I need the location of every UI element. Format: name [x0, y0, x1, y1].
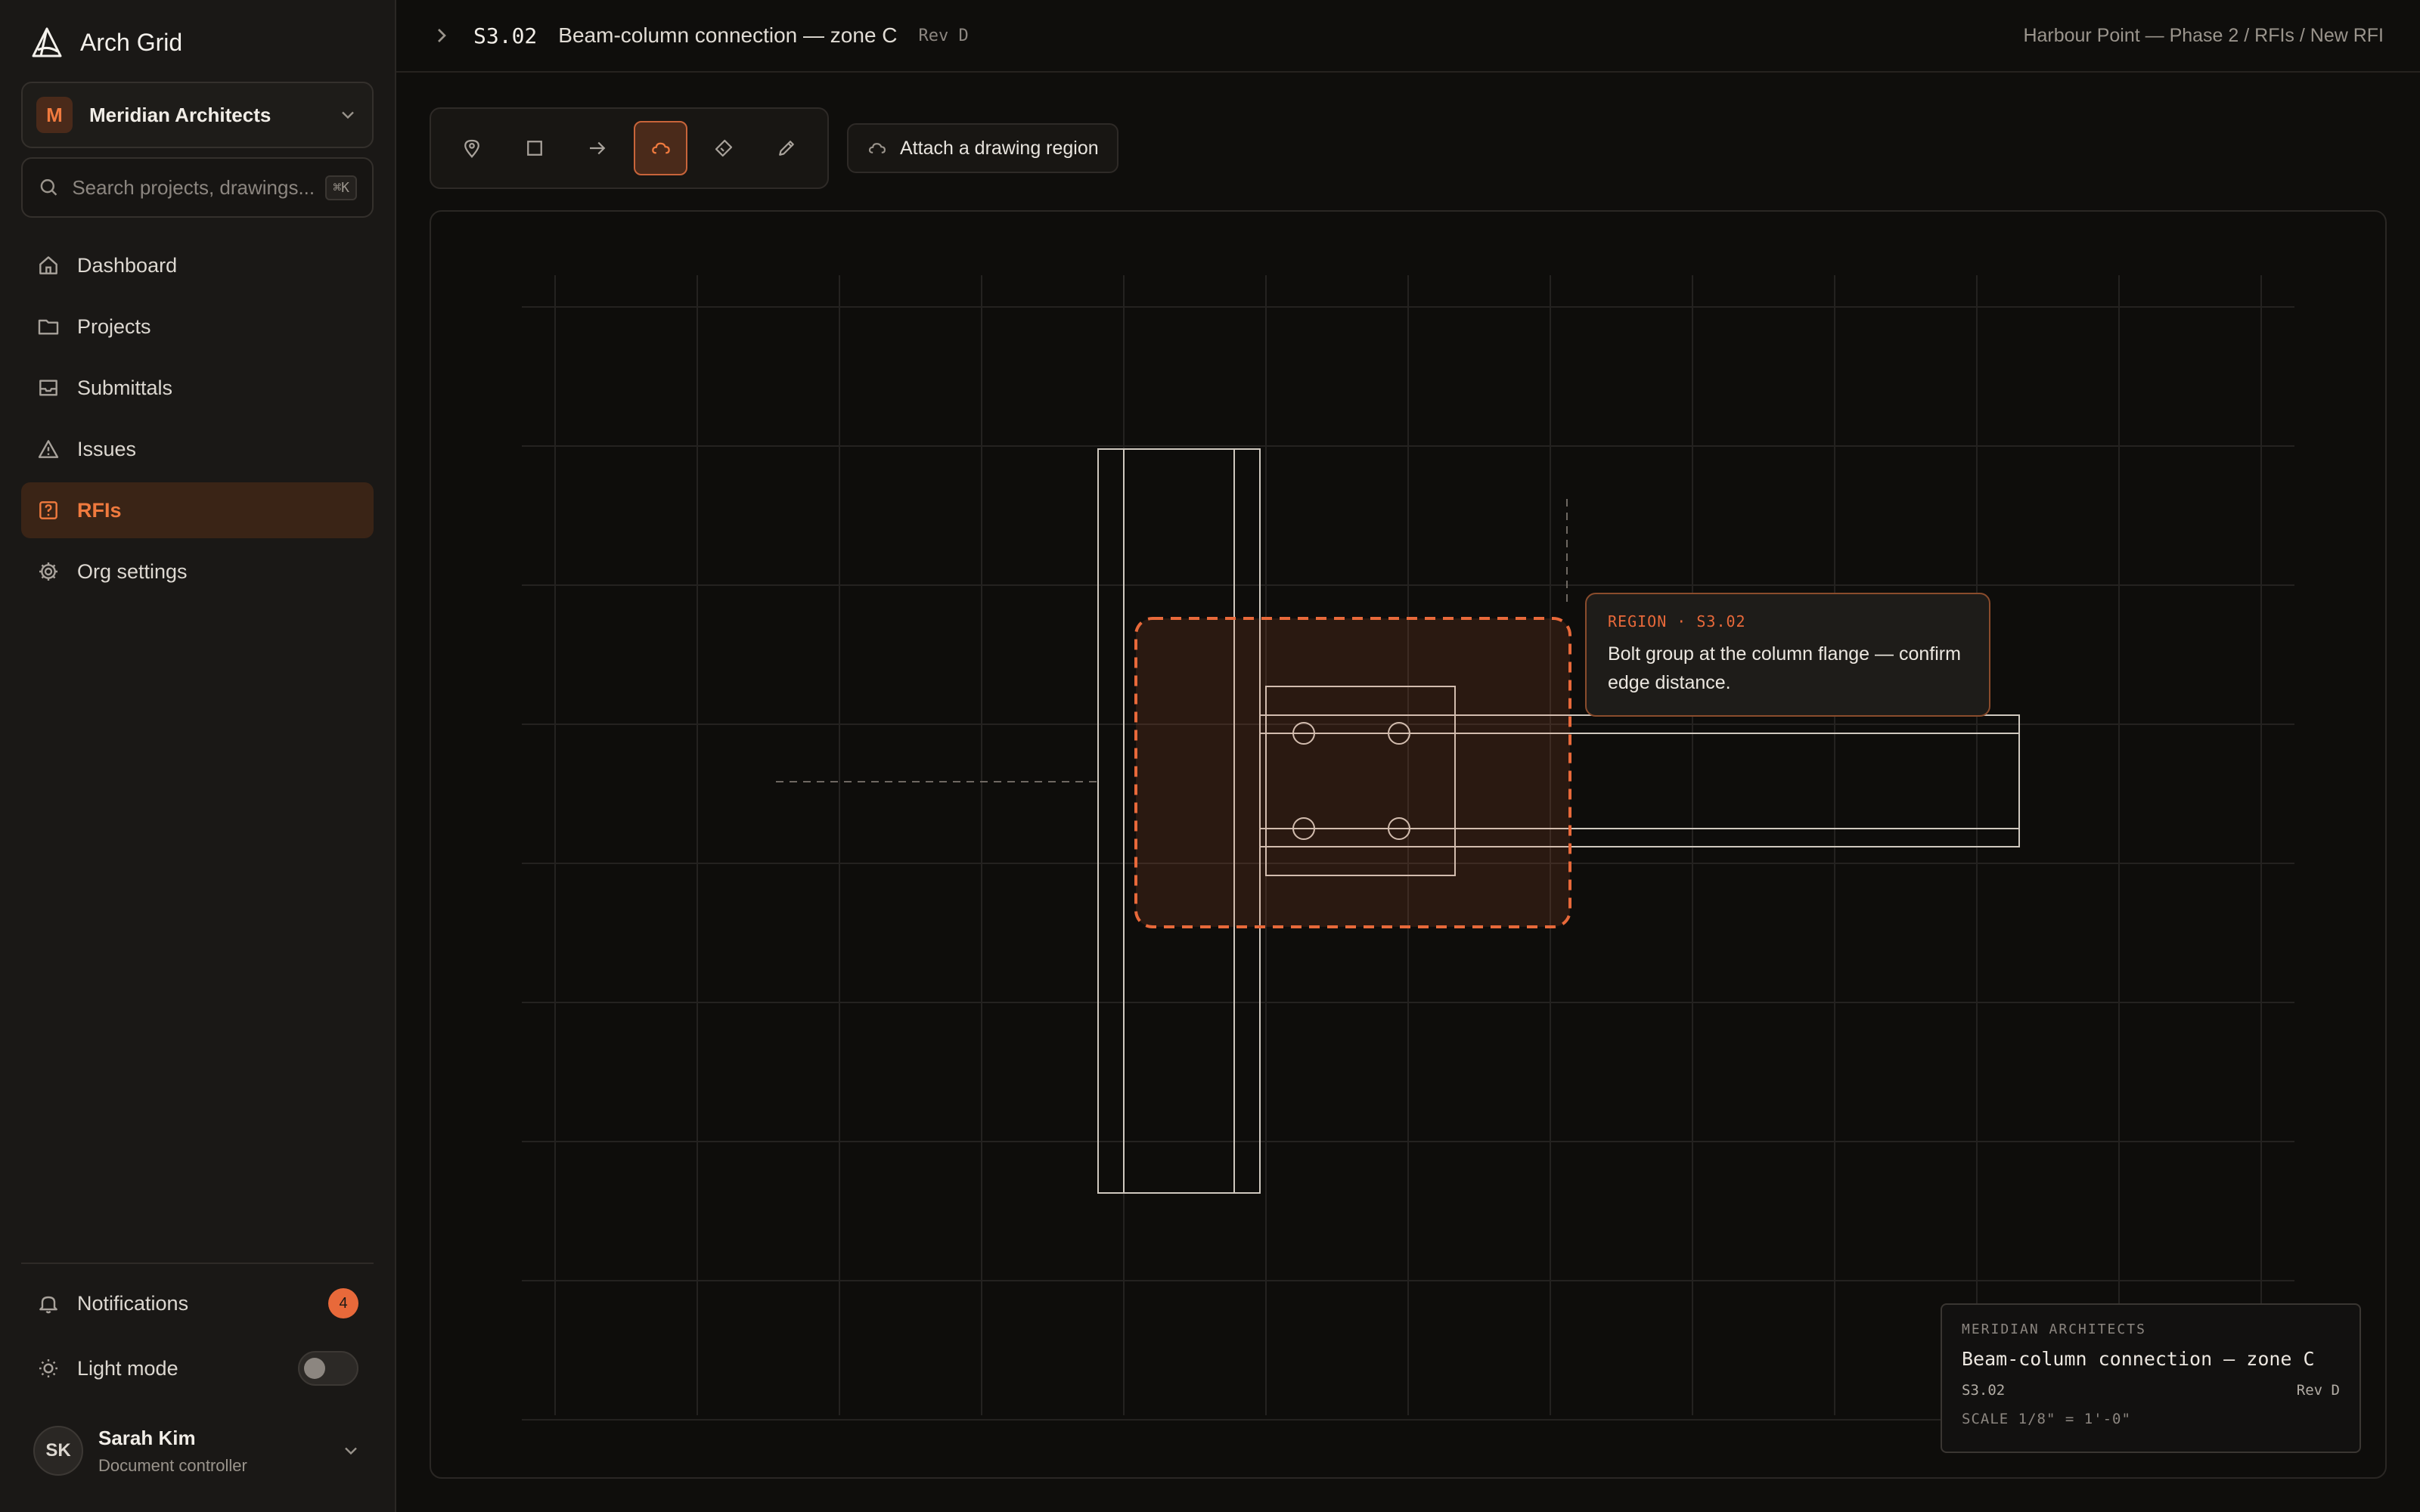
nav-item-org-settings[interactable]: Org settings	[21, 544, 374, 600]
chevron-down-icon	[342, 111, 354, 119]
user-menu[interactable]: SK Sarah Kim Document controller	[21, 1417, 374, 1485]
notifications-label: Notifications	[77, 1291, 189, 1315]
toggle-knob	[304, 1358, 325, 1379]
region-note: Bolt group at the column flange — confir…	[1608, 643, 1961, 693]
nav-item-dashboard[interactable]: Dashboard	[21, 237, 374, 293]
user-role: Document controller	[98, 1455, 247, 1475]
home-icon	[39, 256, 57, 274]
app-name: Arch Grid	[80, 28, 183, 56]
attach-region-button[interactable]: Attach a drawing region	[847, 123, 1118, 173]
cloud-icon	[868, 143, 886, 153]
notifications-item[interactable]: Notifications 4	[21, 1275, 374, 1332]
pin-icon	[464, 139, 479, 158]
bell-icon	[39, 1296, 57, 1314]
user-info: Sarah Kim Document controller	[98, 1427, 340, 1476]
connection-plate	[1265, 686, 1456, 876]
search-icon	[40, 179, 57, 196]
region-tag: REGION · S3.02	[1608, 612, 1746, 631]
tag-tool-button[interactable]	[697, 121, 750, 175]
chevron-right-icon[interactable]	[430, 23, 454, 48]
nav-label: Submittals	[77, 376, 173, 399]
rectangle-tool-button[interactable]	[507, 121, 561, 175]
nav-label: Dashboard	[77, 253, 178, 277]
notifications-count-badge: 4	[328, 1288, 358, 1318]
org-badge: M	[36, 97, 73, 133]
avatar: SK	[33, 1426, 83, 1476]
sun-icon	[39, 1359, 57, 1377]
nav-label: Issues	[77, 437, 137, 460]
org-name: Meridian Architects	[89, 103, 271, 126]
light-mode-item: Light mode	[21, 1340, 374, 1397]
cloud-tool-button[interactable]	[633, 121, 688, 175]
page-header: S3.02 Beam-column connection — zone C Re…	[396, 0, 2420, 73]
nav-label: Org settings	[77, 559, 188, 583]
search-shortcut: ⌘K	[325, 175, 357, 200]
pin-tool-button[interactable]	[445, 121, 498, 175]
title-block-title: Beam-column connection — zone C	[1962, 1348, 2315, 1370]
user-name: Sarah Kim	[98, 1426, 196, 1449]
arrow-icon	[590, 141, 606, 155]
markup-toolbar	[430, 107, 829, 189]
region-callout[interactable]: REGION · S3.02 Bolt group at the column …	[1585, 593, 1990, 717]
cloud-region-markup	[1134, 617, 1571, 928]
sidebar-divider	[21, 1263, 374, 1264]
breadcrumb[interactable]: Harbour Point — Phase 2 / RFIs / New RFI	[2023, 24, 2384, 46]
cloud-icon	[651, 142, 670, 154]
nav-item-projects[interactable]: Projects	[21, 299, 374, 355]
light-mode-label: Light mode	[77, 1356, 178, 1380]
nav-label: RFIs	[77, 498, 122, 522]
brand[interactable]: Arch Grid	[30, 24, 182, 60]
drawing-grid	[522, 275, 2294, 1421]
revision-label: Rev D	[918, 26, 969, 45]
drawing-svg	[522, 275, 2294, 1421]
org-switcher[interactable]: M Meridian Architects	[21, 82, 374, 148]
drawing-title-block: MERIDIAN ARCHITECTS Beam-column connecti…	[1941, 1303, 2361, 1453]
attach-region-label: Attach a drawing region	[900, 137, 1099, 159]
question-square-icon	[39, 501, 57, 519]
folder-icon	[38, 319, 59, 335]
drawing-canvas[interactable]: REGION · S3.02 Bolt group at the column …	[430, 210, 2387, 1479]
inbox-icon	[39, 380, 57, 396]
nav-label: Projects	[77, 314, 151, 338]
alert-triangle-icon	[38, 440, 59, 458]
nav-item-issues[interactable]: Issues	[21, 421, 374, 477]
title-block-firm: MERIDIAN ARCHITECTS	[1962, 1321, 2146, 1337]
title-block-row: S3.02 Rev D	[1962, 1382, 2340, 1399]
arrow-tool-button[interactable]	[571, 121, 625, 175]
pencil-tool-button[interactable]	[760, 121, 814, 175]
search-box: ⌘K	[21, 157, 374, 218]
light-mode-toggle[interactable]	[298, 1351, 358, 1386]
title-block-scale: SCALE 1/8" = 1'-0"	[1962, 1411, 2131, 1427]
tag-icon	[715, 139, 733, 157]
pencil-icon	[779, 141, 795, 156]
nav-item-submittals[interactable]: Submittals	[21, 360, 374, 416]
gear-icon	[39, 562, 57, 581]
title-block-sheet: S3.02	[1962, 1382, 2006, 1399]
chevron-down-icon	[345, 1447, 357, 1455]
title-block-revision: Rev D	[2296, 1382, 2340, 1399]
sheet-code: S3.02	[473, 23, 538, 48]
rectangle-icon	[527, 141, 542, 156]
nav-item-rfis[interactable]: RFIs	[21, 482, 374, 538]
arch-grid-logo-icon	[32, 27, 62, 57]
search-input[interactable]	[72, 175, 326, 200]
page-title: Beam-column connection — zone C	[558, 23, 898, 47]
sidebar: Arch Grid M Meridian Architects ⌘K Dashb…	[0, 0, 396, 1512]
main-nav: Dashboard Projects Submittals Issues RFI…	[21, 237, 374, 605]
